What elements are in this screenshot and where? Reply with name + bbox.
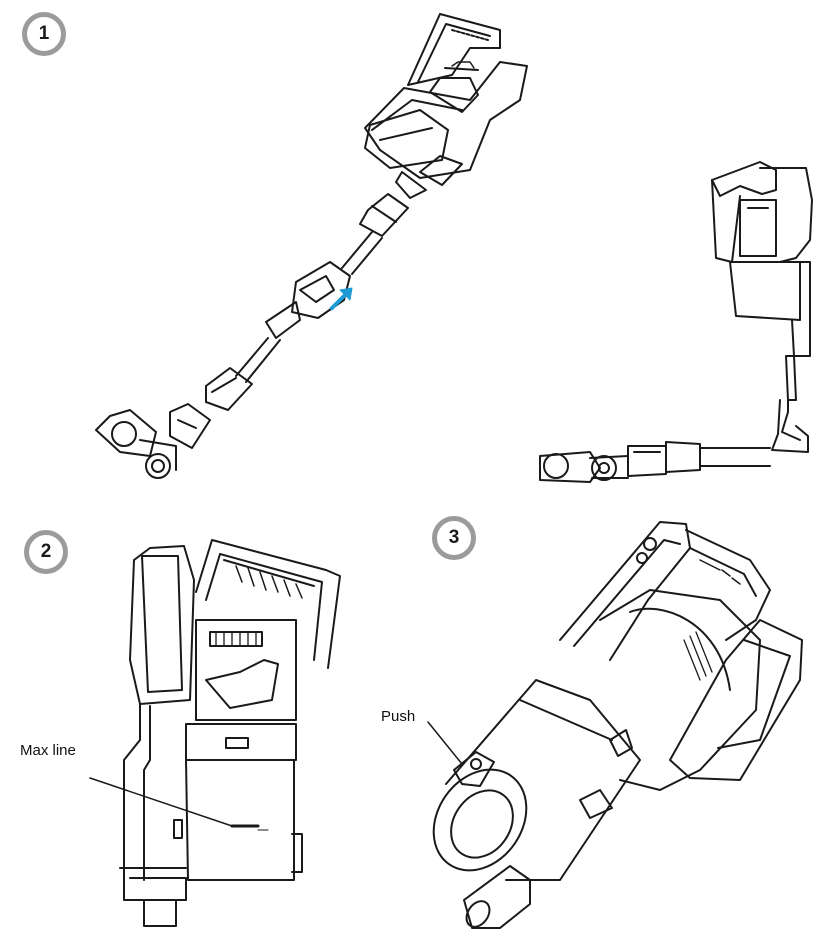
push-label: Push — [381, 708, 416, 725]
step-3-dust-bin-release-illustration — [427, 521, 803, 929]
step-1-exploded-vacuum-illustration — [95, 13, 528, 479]
tube-connector-lower — [205, 367, 253, 411]
step-3-number: 3 — [448, 527, 460, 548]
floor-brush-head — [95, 403, 211, 479]
step-2-dust-bin-side-illustration — [89, 539, 341, 927]
step-2-number: 2 — [40, 541, 52, 562]
step-1-number: 1 — [38, 23, 50, 44]
step-2-badge: 2 — [24, 530, 68, 574]
extension-wand — [235, 231, 383, 383]
max-line-label: Max line — [20, 742, 76, 759]
step-1-badge: 1 — [22, 12, 66, 56]
vacuum-main-unit — [364, 13, 528, 199]
step-3-badge: 3 — [432, 516, 476, 560]
push-arrow-icon — [329, 287, 353, 311]
step-1-assembled-vacuum-illustration — [539, 161, 813, 483]
tube-connector-upper — [359, 193, 409, 237]
